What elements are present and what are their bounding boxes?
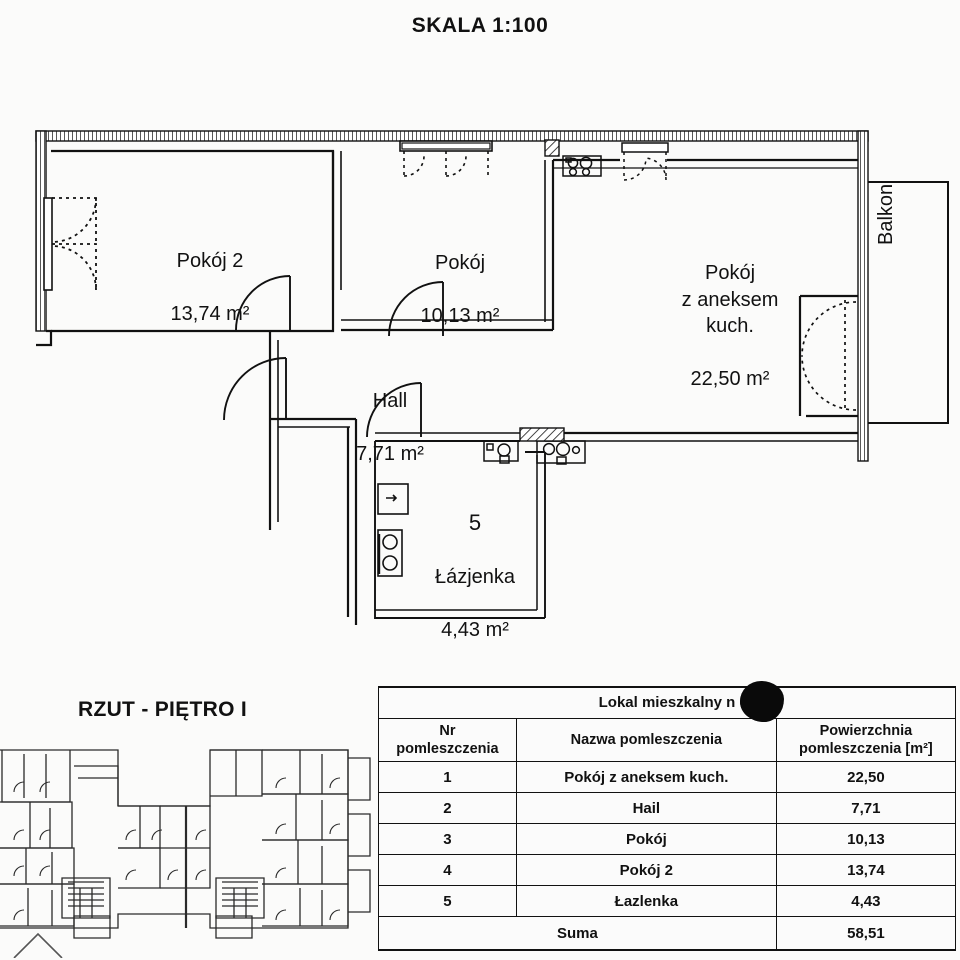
cell-name: Pokój z aneksem kuch. [515, 761, 777, 794]
table-row: 2 Hail 7,71 [378, 792, 957, 825]
table-row: 4 Pokój 2 13,74 [378, 854, 957, 887]
table-caption-row: Lokal mieszkalny n [378, 686, 956, 719]
cell-nr: 5 [378, 885, 517, 918]
table-caption: Lokal mieszkalny n [378, 686, 956, 719]
building-plan-thumbnail [0, 749, 371, 939]
main-floorplan-drawing [35, 130, 949, 625]
table-header-row: Nr pomleszczenia Nazwa pomleszczenia Pow… [378, 717, 957, 763]
table-row: 3 Pokój 10,13 [378, 823, 957, 856]
cell-name: Łazlenka [515, 885, 777, 918]
redaction-mark [740, 681, 784, 722]
page-title: SKALA 1:100 [411, 14, 549, 37]
column-header-area: Powierzchnia pomleszczenia [m²] [775, 717, 957, 763]
cell-area: 22,50 [775, 761, 957, 794]
cell-nr: 3 [378, 823, 517, 856]
column-header-name: Nazwa pomleszczenia [515, 717, 777, 763]
cell-area: 13,74 [775, 854, 957, 887]
table-body: 1 Pokój z aneksem kuch. 22,50 2 Hail 7,7… [378, 761, 957, 918]
column-header-nr: Nr pomleszczenia [378, 717, 517, 763]
total-area: 58,51 [775, 916, 957, 952]
kitchen-fixtures-hall [483, 440, 586, 465]
cell-name: Hail [515, 792, 777, 825]
cell-name: Pokój [515, 823, 777, 856]
cell-nr: 4 [378, 854, 517, 887]
table-head: Lokal mieszkalny n Nr pomleszczenia Nazw… [378, 686, 957, 763]
cell-name: Pokój 2 [515, 854, 777, 887]
kitchen-fixtures-top [562, 155, 602, 177]
north-marker-icon [13, 932, 63, 958]
mini-plan-title: RZUT - PIĘTRO I [78, 698, 247, 721]
cell-area: 10,13 [775, 823, 957, 856]
table-total-row: Suma 58,51 [378, 916, 957, 952]
room-area-table: Lokal mieszkalny n Nr pomleszczenia Nazw… [378, 686, 957, 952]
cell-nr: 2 [378, 792, 517, 825]
total-label: Suma [378, 916, 777, 952]
cell-area: 4,43 [775, 885, 957, 918]
cell-nr: 1 [378, 761, 517, 794]
table-row: 5 Łazlenka 4,43 [378, 885, 957, 918]
plan-walls [35, 130, 949, 625]
bathroom-fixtures [377, 483, 409, 577]
table-foot: Suma 58,51 [378, 916, 957, 952]
table-row: 1 Pokój z aneksem kuch. 22,50 [378, 761, 957, 794]
cell-area: 7,71 [775, 792, 957, 825]
